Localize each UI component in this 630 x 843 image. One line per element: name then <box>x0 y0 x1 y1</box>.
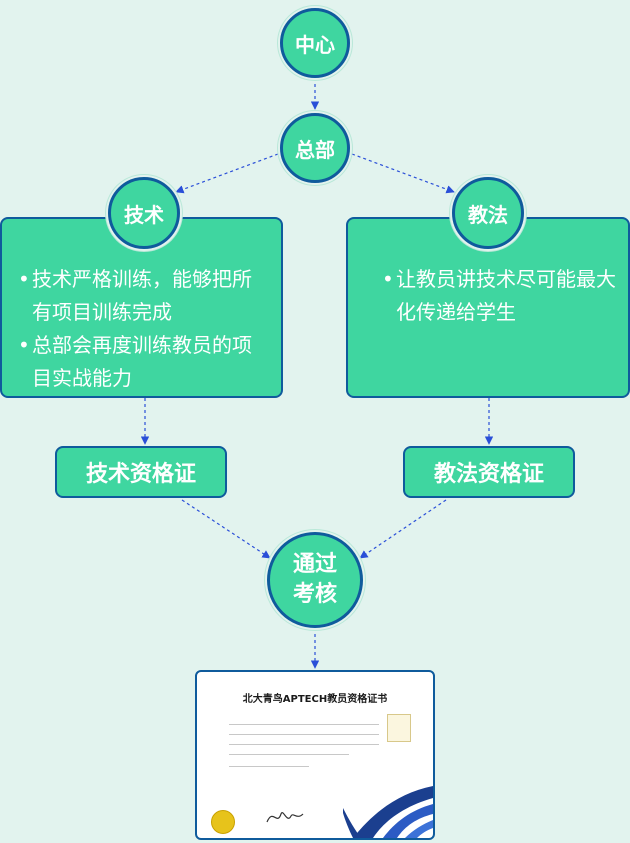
method-cert-label: 教法资格证 <box>403 446 575 498</box>
certificate-text-line <box>229 754 349 755</box>
node-method: 教法 <box>452 177 524 249</box>
tech-box-list: 技术严格训练，能够把所有项目训练完成 总部会再度训练教员的项目实战能力 <box>6 263 271 395</box>
method-box: 让教员讲技术尽可能最大化传递给学生 <box>346 217 630 398</box>
method-box-list: 让教员讲技术尽可能最大化传递给学生 <box>370 263 616 329</box>
tech-cert-label: 技术资格证 <box>55 446 227 498</box>
certificate-photo-slot <box>387 714 411 742</box>
method-box-item: 让教员讲技术尽可能最大化传递给学生 <box>370 263 616 329</box>
signature-icon <box>266 812 304 823</box>
tech-box: 技术严格训练，能够把所有项目训练完成 总部会再度训练教员的项目实战能力 <box>0 217 283 398</box>
certificate-text-line <box>229 734 379 735</box>
certificate-image: 北大青鸟APTECH教员资格证书 <box>195 670 435 840</box>
node-pass-line2: 考核 <box>292 582 337 607</box>
node-pass: 通过 考核 <box>267 532 363 628</box>
node-tech: 技术 <box>108 177 180 249</box>
certificate-text-line <box>229 744 379 745</box>
arrow-hq-tech <box>175 153 279 194</box>
arrow-methodcert-pass <box>359 499 447 559</box>
tech-box-item: 技术严格训练，能够把所有项目训练完成 <box>6 263 271 329</box>
node-pass-text: 通过 考核 <box>293 550 337 610</box>
certificate-text-line <box>229 766 309 767</box>
arrow-hq-method <box>351 153 455 194</box>
certificate-text-line <box>229 724 379 725</box>
node-hq: 总部 <box>280 113 350 183</box>
certificate-title: 北大青鸟APTECH教员资格证书 <box>242 694 388 705</box>
node-pass-line1: 通过 <box>292 552 337 577</box>
certificate-swoosh-icon <box>343 786 433 838</box>
certificate-seal-icon <box>211 810 235 834</box>
node-center: 中心 <box>280 8 350 78</box>
tech-box-item: 总部会再度训练教员的项目实战能力 <box>6 329 271 395</box>
arrow-techcert-pass <box>181 499 271 559</box>
